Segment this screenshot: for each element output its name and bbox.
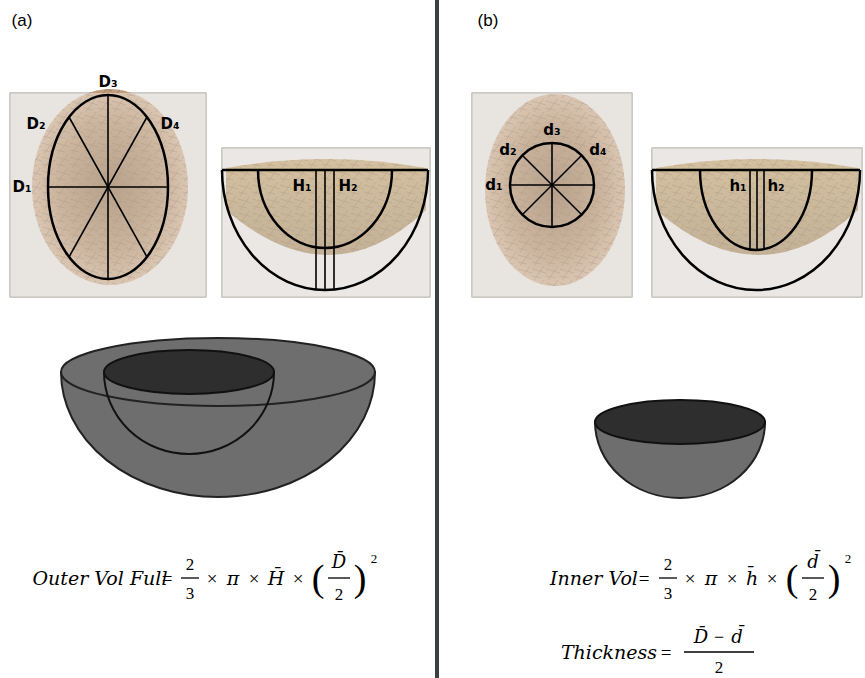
formula-term: Inner Vol [550,569,638,588]
formula-symbol: = [661,643,672,662]
formula-symbol: − [714,628,724,646]
formula-variable: D̄ [694,628,708,646]
formula-variable: H̄ [268,569,285,588]
dimension-label: d₁ [485,178,502,193]
formula-symbol: π [705,569,718,588]
formula-number: 3 [186,585,195,602]
dimension-label: d₄ [589,143,606,158]
formula-number: 2 [335,586,344,603]
formula-symbol: = [639,569,650,588]
formula-paren: ) [828,559,841,597]
dimension-label: D₂ [26,117,45,132]
formula-paren: ) [354,559,367,597]
formula-symbol: × [727,569,738,588]
formula-variable: d̄ [731,628,743,646]
formula-variable: h̄ [746,569,758,588]
formula-symbol: × [767,569,778,588]
formula-number: 2 [664,556,673,573]
formula-variable: d̄ [807,553,819,571]
dimension-label: D₁ [12,180,31,195]
formula-symbol: π [227,569,240,588]
formula-symbol: = [162,569,173,588]
formula-term: Thickness [561,643,657,662]
dimension-label: h₂ [767,179,784,194]
formula-exponent: 2 [845,552,852,565]
dimension-label: H₂ [338,179,357,194]
formula-symbol: × [207,569,218,588]
dimension-label: D₄ [160,117,179,132]
formula-number: 2 [186,556,195,573]
dimension-label: d₃ [543,123,560,138]
formula-symbol: × [685,569,696,588]
formula-symbol: × [249,569,260,588]
formula-variable: D̄ [332,553,346,571]
formula-term: Outer Vol Full [33,569,168,588]
formula-symbol: × [293,569,304,588]
dimension-label: d₂ [499,143,516,158]
formula-number: 3 [664,585,673,602]
formula-paren: ( [312,559,325,597]
dimension-label: h₁ [729,179,746,194]
panel-letter: (a) [12,12,33,29]
panel-letter: (b) [478,12,499,29]
formula-number: 2 [715,659,724,676]
formula-exponent: 2 [371,552,378,565]
dimension-label: D₃ [98,75,117,90]
dimension-label: H₁ [292,179,311,194]
formula-paren: ( [786,559,799,597]
formula-number: 2 [809,586,818,603]
